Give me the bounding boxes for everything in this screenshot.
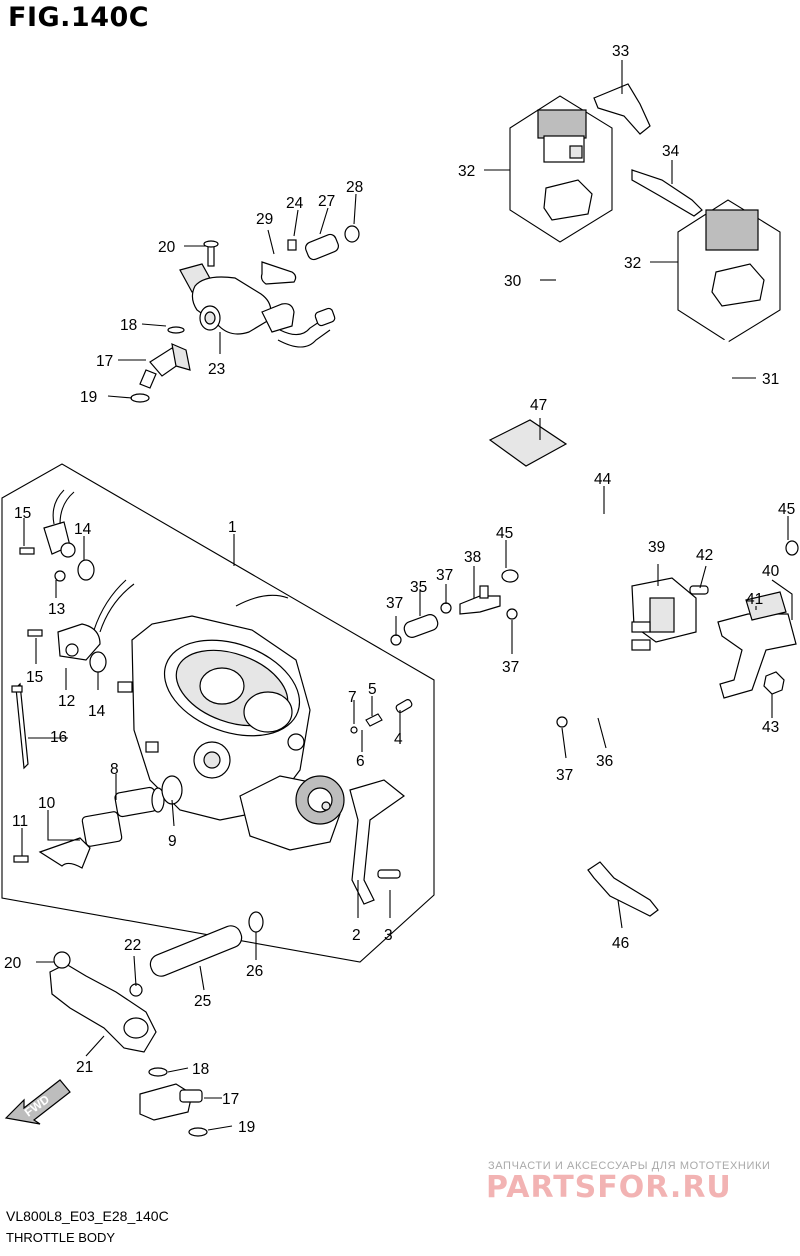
callout: 19 — [238, 1119, 255, 1136]
box-items — [11, 489, 413, 905]
callout: 2 — [352, 927, 361, 944]
callout: 11 — [12, 813, 28, 830]
callout: 37 — [436, 567, 453, 584]
callout: 1 — [228, 519, 237, 536]
callout: 18 — [192, 1061, 209, 1078]
injector-assembly-upper — [130, 225, 360, 403]
leader-lines — [21, 60, 793, 1131]
callout: 16 — [50, 729, 67, 746]
callout: 7 — [348, 689, 357, 706]
callout: 4 — [394, 731, 403, 748]
callout: 19 — [80, 389, 97, 406]
callout: 20 — [4, 955, 22, 972]
throttle-body — [117, 594, 345, 851]
callout: 39 — [648, 539, 665, 556]
assembly-1-outline — [1, 463, 435, 963]
callout: 10 — [38, 795, 56, 812]
watermark-tagline: ЗАПЧАСТИ И АКСЕССУАРЫ ДЛЯ МОТОТЕХНИКИ — [488, 1160, 771, 1172]
callout: 25 — [194, 993, 211, 1010]
box-32-upper — [509, 95, 613, 243]
callout: 46 — [612, 935, 629, 952]
callout: 38 — [464, 549, 481, 566]
callout: 43 — [762, 719, 779, 736]
callout: 26 — [246, 963, 263, 980]
callout: 12 — [58, 693, 75, 710]
callout: 47 — [530, 397, 547, 414]
figure-name: THROTTLE BODY — [6, 1230, 116, 1245]
callout: 41 — [746, 591, 763, 608]
figure-title: FIG.140C — [8, 2, 150, 33]
callout: 18 — [120, 317, 137, 334]
callout: 42 — [696, 547, 713, 564]
callout: 34 — [662, 143, 680, 160]
callout: 36 — [596, 753, 613, 770]
callout: 27 — [318, 193, 335, 210]
callout: 17 — [96, 353, 113, 370]
callout: 14 — [88, 703, 106, 720]
callout: 3 — [384, 927, 393, 944]
callout: 15 — [26, 669, 43, 686]
callout: 30 — [504, 273, 522, 290]
callout: 21 — [76, 1059, 93, 1076]
callout: 6 — [356, 753, 365, 770]
callout: 20 — [158, 239, 176, 256]
callout: 32 — [458, 163, 475, 180]
callout: 37 — [556, 767, 573, 784]
callout: 33 — [612, 43, 629, 60]
callout: 8 — [110, 761, 119, 778]
callout: 44 — [594, 471, 612, 488]
callout: 23 — [208, 361, 225, 378]
callout: 22 — [124, 937, 141, 954]
callout: 17 — [222, 1091, 239, 1108]
watermark-logo: PARTSFOR.RU — [486, 1170, 732, 1205]
callout: 45 — [496, 525, 513, 542]
callout: 13 — [48, 601, 65, 618]
callout: 37 — [386, 595, 403, 612]
callout: 37 — [502, 659, 519, 676]
callout: 35 — [410, 579, 427, 596]
callout: 9 — [168, 833, 177, 850]
callout: 5 — [368, 681, 377, 698]
callout: 24 — [286, 195, 304, 212]
right-side-parts — [390, 83, 799, 917]
callout: 32 — [624, 255, 641, 272]
callout: 28 — [346, 179, 363, 196]
callout: 40 — [762, 563, 780, 580]
box-32-lower — [677, 199, 781, 343]
figure-code: VL800L8_E03_E28_140C — [6, 1208, 169, 1224]
injector-assembly-lower — [49, 911, 264, 1137]
callout: 45 — [778, 501, 795, 518]
callout-labels: 1 2 3 4 5 6 7 8 9 10 11 12 13 14 14 15 1… — [4, 43, 795, 1136]
callout: 31 — [762, 371, 779, 388]
callout: 29 — [256, 211, 273, 228]
callout: 15 — [14, 505, 31, 522]
fwd-arrow: FWD — [4, 1079, 71, 1125]
callout: 14 — [74, 521, 92, 538]
